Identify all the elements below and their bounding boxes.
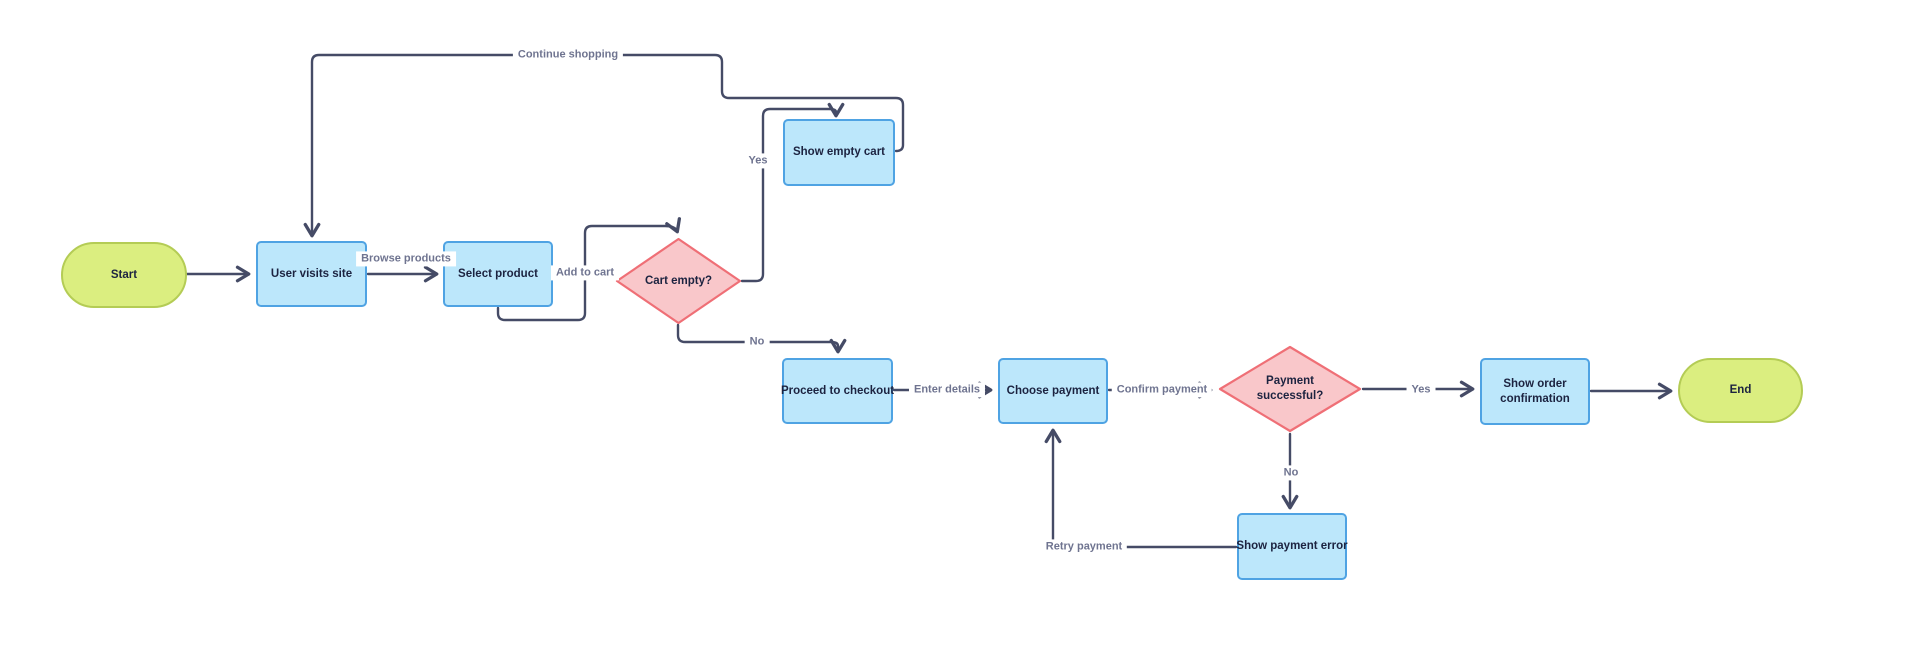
- edge-label-cart-empty-no: No: [744, 334, 770, 350]
- node-proceed-to-checkout-label: Proceed to checkout: [780, 384, 895, 397]
- node-cart-empty-label: Cart empty?: [644, 274, 713, 287]
- edge-label-cart-empty-yes: Yes: [743, 153, 773, 169]
- node-choose-payment[interactable]: Choose payment: [998, 358, 1108, 424]
- edge-label-add-to-cart: Add to cart: [550, 265, 620, 281]
- node-user-visits-site-label: User visits site: [270, 267, 353, 280]
- node-proceed-to-checkout[interactable]: Proceed to checkout: [780, 358, 895, 424]
- cart-empty-diamond-shape: [615, 237, 742, 325]
- edge-label-browse-products: Browse products: [356, 251, 456, 267]
- node-show-payment-error[interactable]: Show payment error: [1236, 513, 1348, 580]
- node-start[interactable]: Start: [61, 242, 187, 308]
- node-end-label: End: [1729, 384, 1752, 397]
- edge-label-confirm-payment: Confirm payment: [1111, 382, 1213, 398]
- node-choose-payment-label: Choose payment: [1006, 384, 1100, 397]
- edge-show-empty-cart-to-user-visits-site-continue: [303, 53, 905, 238]
- edge-payment-error-to-choose-payment-retry: [1044, 428, 1238, 549]
- edge-cart-empty-to-show-empty-cart-yes: [740, 102, 845, 283]
- edge-label-payment-yes: Yes: [1406, 382, 1436, 398]
- payment-successful-diamond-shape: [1218, 345, 1362, 433]
- edge-label-retry-payment: Retry payment: [1040, 539, 1128, 555]
- node-user-visits-site[interactable]: User visits site: [256, 241, 367, 307]
- node-cart-empty[interactable]: Cart empty?: [615, 237, 742, 325]
- node-start-label: Start: [110, 268, 138, 281]
- node-show-order-confirmation-label: Show order confirmation: [1500, 377, 1570, 405]
- node-select-product[interactable]: Select product: [443, 241, 553, 307]
- node-select-product-label: Select product: [458, 267, 538, 280]
- edge-label-continue-shopping: Continue shopping: [512, 47, 624, 63]
- node-show-empty-cart[interactable]: Show empty cart: [783, 119, 895, 186]
- node-payment-successful[interactable]: Payment successful?: [1218, 345, 1362, 433]
- node-show-empty-cart-label: Show empty cart: [792, 146, 886, 159]
- edge-select-product-to-cart-empty: [496, 217, 682, 322]
- node-show-order-confirmation[interactable]: Show order confirmation: [1480, 358, 1590, 425]
- node-end[interactable]: End: [1678, 358, 1803, 423]
- node-payment-successful-label: Payment successful?: [1256, 375, 1324, 402]
- node-show-payment-error-label: Show payment error: [1236, 540, 1348, 553]
- edge-label-payment-no: No: [1278, 465, 1304, 481]
- edge-label-enter-details: Enter details: [908, 382, 986, 398]
